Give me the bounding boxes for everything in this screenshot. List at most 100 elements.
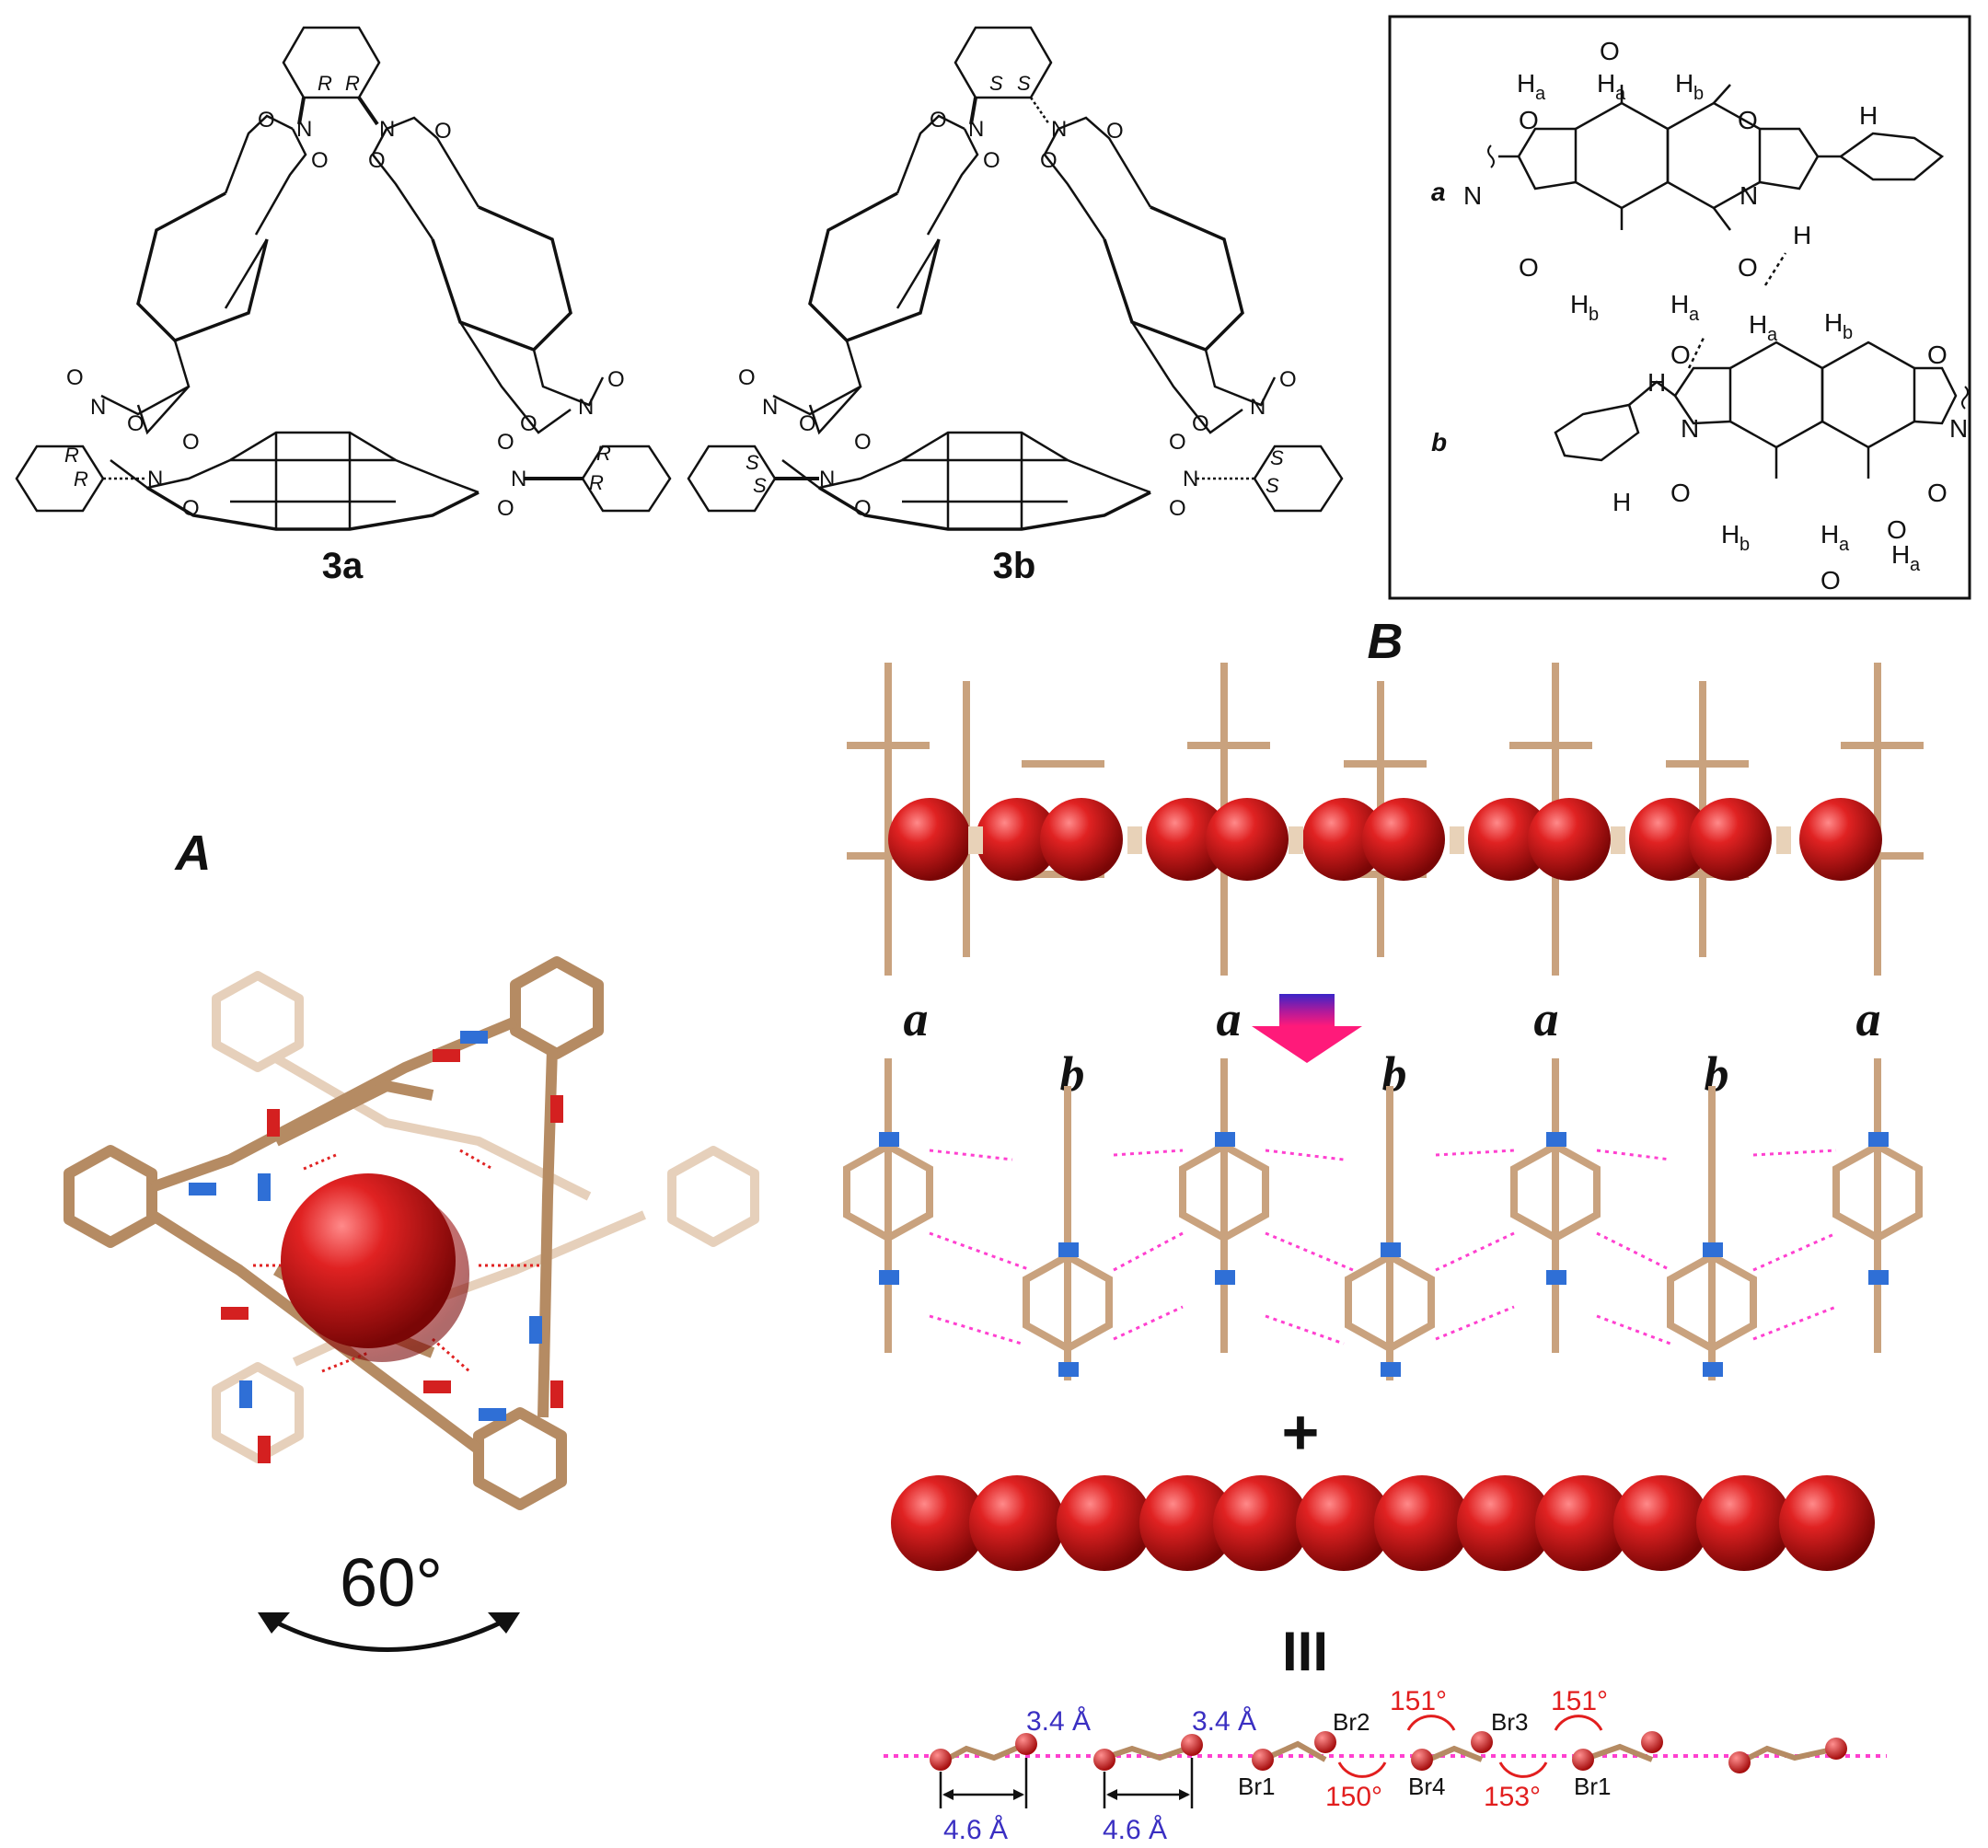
inset-atom-o: O <box>1519 106 1539 134</box>
compound-label-3a: 3a <box>322 546 364 586</box>
bromide-sphere <box>281 1173 456 1348</box>
nitrogen-atom <box>479 1408 506 1421</box>
structure-3a-atoms: N N O O O O O N O O N O O N O O N O <box>66 108 625 521</box>
panel-b-contact-schematic <box>884 1715 1887 1808</box>
bromide-sphere <box>1779 1475 1875 1571</box>
inset-atom-h: H <box>1670 290 1689 318</box>
oxygen-atom <box>550 1380 563 1408</box>
atom-o: O <box>368 148 386 173</box>
panel-b-top-row-labels: a a a a b b b <box>904 991 1881 1102</box>
structure-3b-atoms: N N O O O O O N O O N O O N O O N O <box>738 108 1297 521</box>
bromide-atom <box>1314 1731 1336 1753</box>
bromide-sphere <box>1535 1475 1631 1571</box>
oxygen-atom <box>550 1095 563 1123</box>
bromide-atom <box>1825 1738 1847 1760</box>
stereo-label: R <box>589 471 604 494</box>
bromide-atom <box>1572 1749 1594 1771</box>
bromide-sphere <box>1799 798 1882 881</box>
atom-o: O <box>1040 148 1058 173</box>
bromide-sphere <box>969 1475 1065 1571</box>
atom-n: N <box>511 467 526 491</box>
bromide-atom <box>1015 1733 1037 1755</box>
atom-o: O <box>311 148 329 173</box>
bromide-sphere <box>1696 1475 1792 1571</box>
inset-atom-o: O <box>1927 341 1948 369</box>
structure-3b <box>687 26 1344 531</box>
atom-label-br4: Br4 <box>1408 1773 1445 1800</box>
bromide-sphere <box>1213 1475 1309 1571</box>
inset-atom-o: O <box>1820 566 1841 595</box>
atom-o: O <box>799 411 816 436</box>
atom-n: N <box>1183 467 1198 491</box>
atom-o: O <box>434 119 452 144</box>
unit-b-label: b <box>1382 1046 1407 1102</box>
panel-b-measurements: 3.4 Å 3.4 Å 4.6 Å 4.6 Å 151° 151° 150° 1… <box>943 1686 1608 1845</box>
unit-b-label: b <box>1060 1046 1085 1102</box>
nitrogen-atom <box>529 1316 542 1344</box>
bromide-sphere <box>1613 1475 1709 1571</box>
inset-atom-h: H <box>1749 310 1767 339</box>
inset-atom-h: H <box>1612 488 1631 516</box>
atom-o: O <box>258 108 275 133</box>
stack-distance-label: 3.4 Å <box>1192 1706 1256 1737</box>
inset-atom-o: O <box>1738 253 1758 282</box>
inset-atom-h: H <box>1824 308 1843 337</box>
bromide-sphere <box>1040 798 1123 881</box>
bromide-sphere <box>1139 1475 1235 1571</box>
atom-n: N <box>147 467 163 491</box>
unit-b-label: b <box>1705 1046 1729 1102</box>
inset-atom-o: O <box>1519 253 1539 282</box>
inset-unit-b-drawing <box>1554 335 1969 479</box>
atom-o: O <box>182 430 200 455</box>
panel-a-crystal-structure <box>64 956 759 1652</box>
inset-atom-h: H <box>1675 69 1693 98</box>
span-distance-label: 4.6 Å <box>1103 1815 1167 1845</box>
panel-b-middle-columns <box>843 1058 1923 1380</box>
atom-o: O <box>520 411 537 436</box>
inset-atom-o: O <box>1600 37 1620 65</box>
atom-label-br1: Br1 <box>1238 1773 1275 1800</box>
oxygen-atom <box>433 1049 460 1062</box>
atom-o: O <box>983 148 1000 173</box>
bromide-atom <box>1252 1749 1274 1771</box>
inset-sub: b <box>1843 323 1853 343</box>
bromide-sphere <box>1629 798 1712 881</box>
compound-label-3b: 3b <box>993 546 1036 586</box>
nitrogen-atom <box>460 1031 488 1044</box>
atom-label-br1: Br1 <box>1574 1773 1611 1800</box>
atom-n: N <box>379 117 395 142</box>
atom-o: O <box>182 496 200 521</box>
bromide-sphere <box>1689 798 1772 881</box>
inset-unit-b-label: b <box>1431 428 1447 456</box>
atom-n: N <box>1250 395 1266 420</box>
panel-b-label: B <box>1368 614 1404 669</box>
unit-a-label: a <box>1856 991 1881 1046</box>
atom-label-br3: Br3 <box>1491 1708 1528 1736</box>
atom-o: O <box>854 496 872 521</box>
stereo-label: S <box>746 451 759 474</box>
atom-n: N <box>1051 117 1067 142</box>
inset-sub: a <box>1689 305 1700 325</box>
atom-o: O <box>127 411 144 436</box>
stereo-label: S <box>1270 446 1284 469</box>
inset-atom-n: N <box>1949 414 1968 443</box>
bromide-sphere <box>1362 798 1445 881</box>
bromide-sphere <box>1528 798 1611 881</box>
atom-o: O <box>607 367 625 392</box>
atom-n: N <box>762 395 778 420</box>
bromide-sphere <box>888 798 971 881</box>
inset-atom-n: N <box>1463 181 1482 210</box>
inset-atom-n: N <box>1740 181 1758 210</box>
inset-atom-h: H <box>1647 368 1666 397</box>
structure-3a <box>15 26 672 531</box>
atom-o: O <box>1192 411 1209 436</box>
bromide-sphere <box>976 798 1058 881</box>
atom-n: N <box>296 117 312 142</box>
atom-o: O <box>1169 496 1186 521</box>
atom-n: N <box>968 117 984 142</box>
inset-atom-h: H <box>1597 69 1615 98</box>
stereo-label: R <box>345 72 360 95</box>
angle-arc-arrow <box>260 1612 517 1652</box>
atom-n: N <box>819 467 835 491</box>
